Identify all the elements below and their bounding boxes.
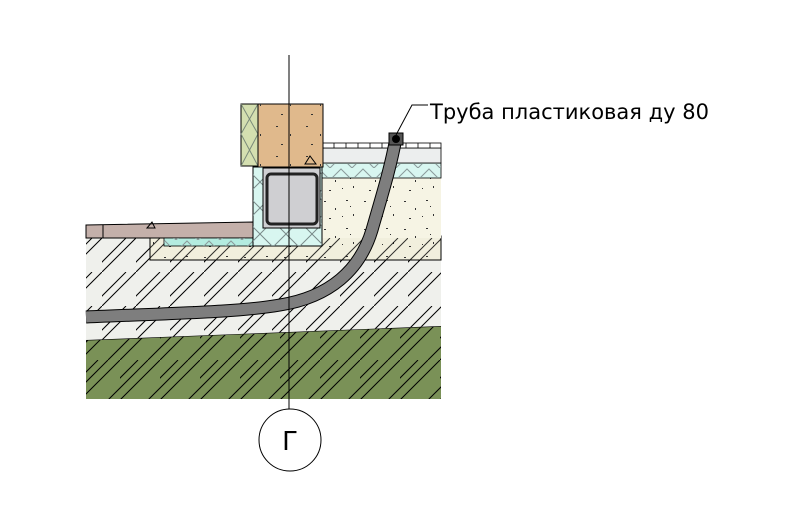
pipe-callout-label: Труба пластиковая ду 80 <box>429 100 709 124</box>
native-ground-layer <box>85 325 442 399</box>
insulation-right <box>321 162 442 179</box>
concrete-beam <box>262 167 321 229</box>
grid-axis-bubble[interactable]: Г <box>258 408 322 472</box>
paving-deck <box>321 142 442 164</box>
wall-insulation <box>240 103 259 167</box>
bedding-layer <box>149 235 442 261</box>
insulation-under-slab <box>163 237 255 247</box>
blind-area-slab <box>85 221 254 239</box>
plastic-pipe[interactable] <box>85 132 404 324</box>
brick-wall <box>257 103 324 168</box>
pipe-callout: Труба пластиковая ду 80 <box>395 100 709 136</box>
grid-axis-label: Г <box>282 427 298 457</box>
sand-fill-right <box>322 178 441 238</box>
